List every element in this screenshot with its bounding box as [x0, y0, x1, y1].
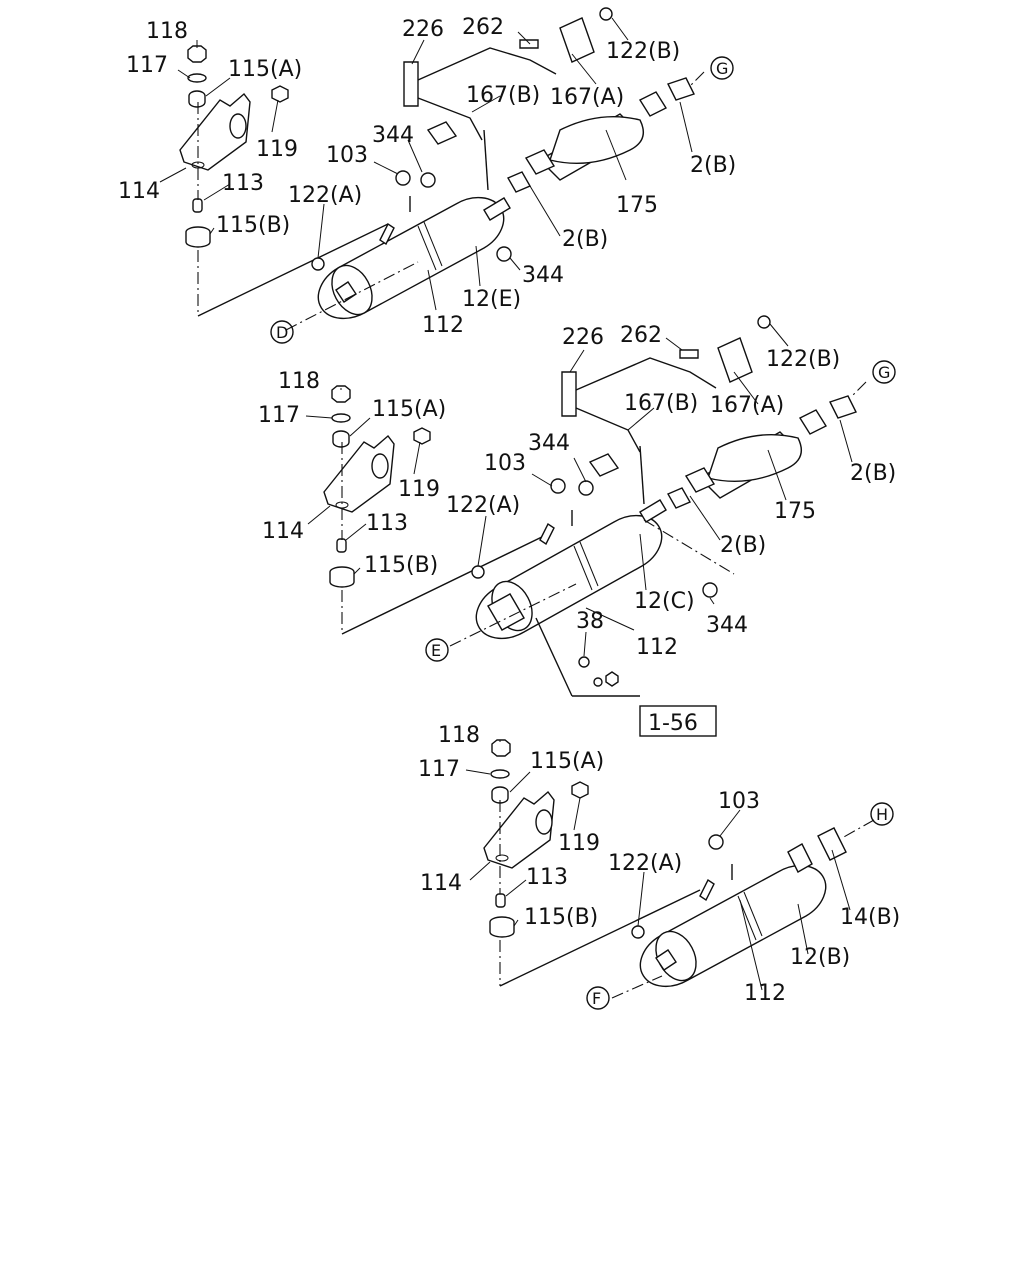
label-226: 226	[402, 17, 444, 42]
group-lower: 118 117 115(A) 119 114 113 115(B) 103 12…	[418, 723, 900, 1010]
label-226: 226	[562, 325, 604, 350]
group-middle: 118 117 115(A) 119 114 113 115(B) 103 34…	[258, 315, 896, 737]
labels-lower: 118 117 115(A) 119 114 113 115(B) 103 12…	[418, 723, 900, 1006]
muffler-lower	[631, 827, 847, 988]
svg-text:D: D	[276, 323, 288, 342]
marker-g-middle: G	[872, 360, 896, 384]
labels-upper: 118 117 115(A) 119 114 113 115(B) 103 34…	[118, 15, 736, 338]
leaders-lower	[465, 740, 875, 999]
label-344-a: 344	[528, 431, 570, 456]
label-2b-high: 2(B)	[850, 461, 896, 486]
group-upper: 118 117 115(A) 119 114 113 115(B) 103 34…	[118, 7, 736, 344]
svg-text:G: G	[878, 363, 890, 382]
label-118: 118	[438, 723, 480, 748]
muffler-middle	[471, 478, 667, 697]
label-12e: 12(E)	[462, 287, 521, 312]
label-344-a: 344	[372, 123, 414, 148]
leaders-upper	[159, 17, 705, 331]
label-122a: 122(A)	[608, 851, 682, 876]
label-112: 112	[744, 981, 786, 1006]
label-103: 103	[326, 143, 368, 168]
label-2b-high: 2(B)	[690, 153, 736, 178]
label-167a: 167(A)	[550, 85, 624, 110]
label-262: 262	[620, 323, 662, 348]
label-115b: 115(B)	[364, 553, 438, 578]
label-12c: 12(C)	[634, 589, 695, 614]
label-2b-low: 2(B)	[562, 227, 608, 252]
label-122b: 122(B)	[766, 347, 840, 372]
label-12b: 12(B)	[790, 945, 850, 970]
label-117: 117	[418, 757, 460, 782]
muffler-upper	[311, 170, 511, 320]
marker-f: F	[586, 986, 610, 1010]
label-119: 119	[558, 831, 600, 856]
label-262: 262	[462, 15, 504, 40]
label-103: 103	[718, 789, 760, 814]
label-113: 113	[366, 511, 408, 536]
label-119: 119	[256, 137, 298, 162]
label-167a: 167(A)	[710, 393, 784, 418]
label-115b: 115(B)	[524, 905, 598, 930]
marker-g-upper: G	[710, 56, 734, 80]
label-122a: 122(A)	[288, 183, 362, 208]
converter-upper	[420, 77, 695, 262]
marker-d: D	[270, 320, 294, 344]
label-38: 38	[576, 609, 604, 634]
label-118: 118	[278, 369, 320, 394]
label-118: 118	[146, 19, 188, 44]
bracket-hardware-lower	[483, 739, 701, 987]
label-114: 114	[262, 519, 304, 544]
marker-h: H	[870, 802, 894, 826]
label-122b: 122(B)	[606, 39, 680, 64]
svg-text:1-56: 1-56	[648, 711, 698, 736]
labels-middle: 118 117 115(A) 119 114 113 115(B) 103 34…	[258, 323, 896, 737]
label-115a: 115(A)	[530, 749, 604, 774]
label-112: 112	[422, 313, 464, 338]
label-103: 103	[484, 451, 526, 476]
label-115a: 115(A)	[372, 397, 446, 422]
converter-middle	[578, 395, 857, 598]
label-167b: 167(B)	[466, 83, 540, 108]
svg-text:G: G	[716, 59, 728, 78]
label-344-b: 344	[522, 263, 564, 288]
reference-box-1-56[interactable]: 1-56	[639, 705, 717, 737]
marker-e: E	[425, 638, 449, 662]
label-14b: 14(B)	[840, 905, 900, 930]
label-119: 119	[398, 477, 440, 502]
label-117: 117	[126, 53, 168, 78]
label-114: 114	[118, 179, 160, 204]
leaders-middle	[305, 323, 867, 657]
label-175: 175	[774, 499, 816, 524]
label-112: 112	[636, 635, 678, 660]
bracket-hardware-upper	[179, 45, 389, 317]
label-175: 175	[616, 193, 658, 218]
svg-text:F: F	[592, 989, 601, 1008]
label-114: 114	[420, 871, 462, 896]
label-115b: 115(B)	[216, 213, 290, 238]
label-113: 113	[222, 171, 264, 196]
label-344-b: 344	[706, 613, 748, 638]
label-117: 117	[258, 403, 300, 428]
label-122a: 122(A)	[446, 493, 520, 518]
label-113: 113	[526, 865, 568, 890]
svg-text:H: H	[876, 805, 888, 824]
label-2b-low: 2(B)	[720, 533, 766, 558]
label-115a: 115(A)	[228, 57, 302, 82]
label-167b: 167(B)	[624, 391, 698, 416]
svg-text:E: E	[431, 641, 441, 660]
